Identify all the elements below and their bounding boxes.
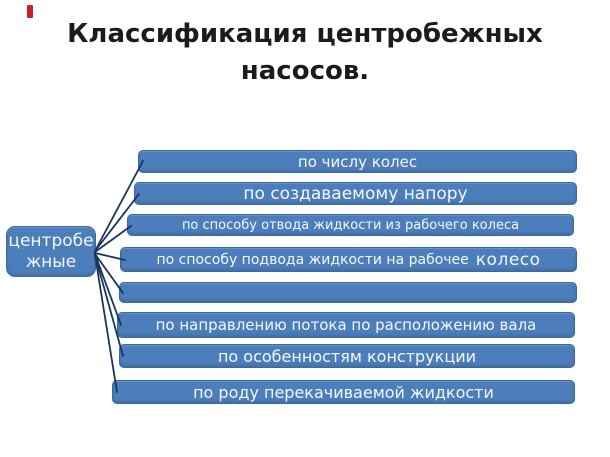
- branch-label: по роду перекачиваемой жидкости: [193, 382, 494, 402]
- branch-label: по способу отвода жидкости из рабочего к…: [181, 217, 520, 233]
- slide-title-line2: насосов.: [240, 56, 370, 86]
- branch-label: по способу подвода жидкости на рабочее: [156, 251, 469, 268]
- branch-label: по числу колес: [297, 152, 418, 171]
- branch-bar-empty: [119, 282, 577, 303]
- branch-bar-fluid-inlet-method: по способу подвода жидкости на рабочее к…: [120, 247, 577, 272]
- branch-label-emphasis: колесо: [475, 249, 541, 270]
- branch-bar-fluid-outlet-method: по способу отвода жидкости из рабочего к…: [127, 214, 574, 236]
- connector-line: [94, 254, 118, 393]
- branch-label: по особенностям конструкции: [217, 346, 477, 366]
- root-node-centrifugal: центробе жные: [6, 226, 96, 277]
- slide-accent-mark: [27, 5, 33, 18]
- branch-bar-pumped-fluid-type: по роду перекачиваемой жидкости: [112, 380, 575, 404]
- connector-line: [94, 160, 144, 252]
- branch-bar-number-of-wheels: по числу колес: [138, 150, 577, 173]
- branch-bar-design-features: по особенностям конструкции: [119, 344, 575, 368]
- root-node-label-line2: жные: [25, 251, 77, 272]
- slide-title-line1: Классификация центробежных: [67, 19, 543, 49]
- branch-label: по создаваемому напору: [243, 183, 468, 204]
- connector-line: [94, 254, 124, 357]
- branch-bar-flow-direction-shaft-position: по направлению потока по расположению ва…: [117, 312, 575, 338]
- slide-title: Классификация центробежных насосов.: [0, 16, 610, 90]
- root-node-label-line1: центробе: [8, 230, 94, 251]
- branch-bar-generated-head: по создаваемому напору: [134, 182, 577, 205]
- branch-label: по направлению потока по расположению ва…: [155, 316, 537, 334]
